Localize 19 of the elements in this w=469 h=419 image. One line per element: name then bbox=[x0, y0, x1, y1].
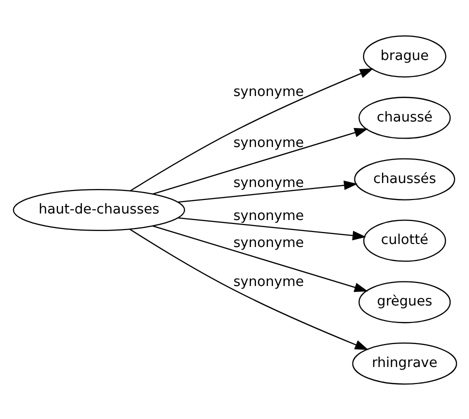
node-ellipse: chaussé bbox=[358, 96, 450, 138]
node-ellipse: culotté bbox=[362, 219, 446, 262]
arrow bbox=[129, 68, 374, 191]
edge-label: synonyme bbox=[232, 207, 304, 224]
edge-label: synonyme bbox=[232, 234, 304, 251]
node-ellipse: rhingrave bbox=[352, 342, 457, 384]
edge-label: synonyme bbox=[232, 273, 304, 290]
node-ellipse: brague bbox=[362, 34, 446, 77]
arrow bbox=[178, 180, 358, 202]
node-ellipse: haut-de-chausses bbox=[12, 188, 185, 231]
arrow bbox=[178, 216, 366, 240]
node-ellipse: grègues bbox=[358, 280, 450, 323]
arrow bbox=[128, 228, 368, 350]
node-ellipse: chaussés bbox=[354, 158, 455, 200]
arrow bbox=[152, 128, 368, 194]
edge-label: synonyme bbox=[232, 134, 304, 150]
edge-label: synonyme bbox=[232, 83, 304, 100]
edge-label: synonyme bbox=[232, 174, 304, 190]
arrow bbox=[152, 224, 368, 292]
